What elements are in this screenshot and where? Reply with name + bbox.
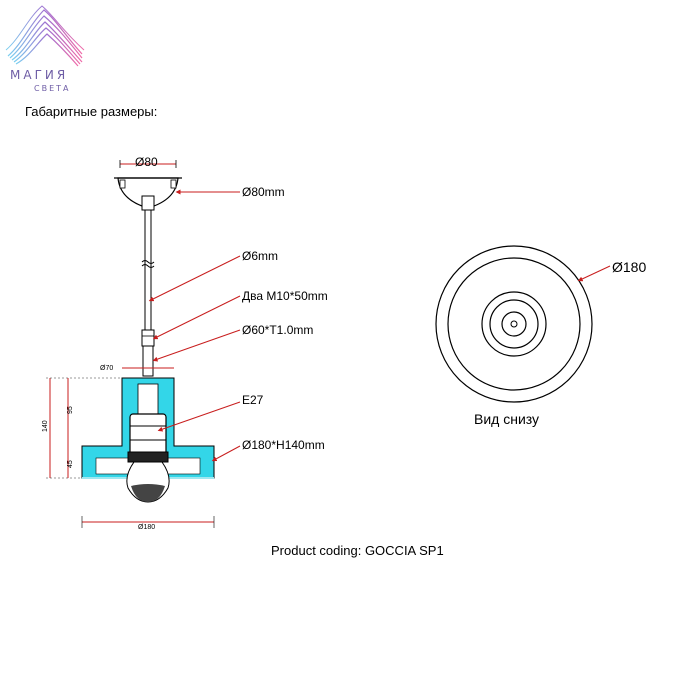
page-heading: Габаритные размеры: <box>25 104 158 119</box>
bottom-view: Ø180 Вид снизу <box>435 245 646 427</box>
product-coding: Product coding: GOCCIA SP1 <box>271 543 444 558</box>
shade-callout-line <box>211 445 241 462</box>
cable-callout-line <box>148 255 241 302</box>
brand-logo: МАГИЯ СВЕТА <box>4 4 88 96</box>
height-lower-label: 45 <box>67 460 74 468</box>
bottom-diameter-label: Ø180 <box>612 259 646 275</box>
socket <box>129 413 167 459</box>
height-upper-label: 95 <box>67 406 74 414</box>
bottom-diameter-line <box>577 265 611 282</box>
height-total-label: 140 <box>42 420 49 432</box>
side-view: Ø80 Ø80mm Ø6mm Два M10*50mm Ø60*T1.0mm Ø… <box>42 155 328 531</box>
logo-subtitle: СВЕТА <box>34 84 71 93</box>
bottom-width-label: Ø180 <box>138 524 155 531</box>
cable-callout: Ø6mm <box>242 249 278 263</box>
screws-callout-line <box>152 295 241 340</box>
screws-callout: Два M10*50mm <box>242 289 328 303</box>
tube-callout-line <box>152 329 241 362</box>
top-width-label: Ø70 <box>100 365 113 372</box>
bottom-view-caption: Вид снизу <box>474 411 539 427</box>
socket-callout: E27 <box>242 393 264 407</box>
shade-callout: Ø180*H140mm <box>242 438 325 452</box>
tube-callout: Ø60*T1.0mm <box>242 323 313 337</box>
canopy-callout: Ø80mm <box>242 185 285 199</box>
socket-callout-line <box>157 401 241 432</box>
canopy-width-label: Ø80 <box>135 155 158 169</box>
bottom-outer-ring <box>435 245 593 403</box>
logo-waves-icon <box>5 5 85 67</box>
logo-name: МАГИЯ <box>10 68 69 82</box>
